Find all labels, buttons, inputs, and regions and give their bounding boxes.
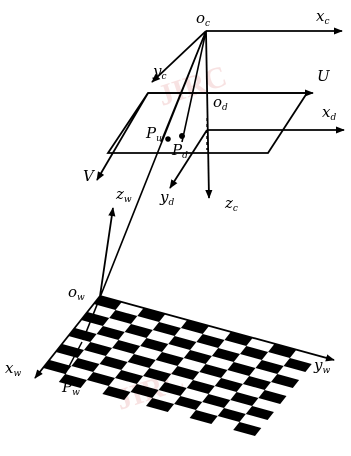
yd-axis (169, 129, 208, 189)
v-axis (96, 92, 149, 181)
checkerboard-square (271, 374, 300, 388)
checkerboard-square (68, 328, 97, 342)
checkerboard-square (102, 386, 131, 400)
checkerboard-square (242, 376, 271, 390)
label-o-d: od (213, 93, 228, 113)
checkerboard-square (180, 320, 209, 334)
checkerboard-square (84, 342, 113, 356)
checkerboard-square (268, 344, 297, 358)
checkerboard-square (112, 340, 141, 354)
checkerboard-square (217, 408, 246, 422)
checkerboard-calibration-board (43, 296, 312, 436)
label-o-w: ow (68, 283, 85, 303)
label-v: V (83, 167, 96, 185)
checkerboard-square (189, 410, 218, 424)
label-y-d: yd (159, 188, 174, 208)
checkerboard-square (96, 326, 125, 340)
checkerboard-square (186, 380, 215, 394)
checkerboard-square (140, 338, 169, 352)
checkerboard-square (124, 324, 153, 338)
checkerboard-square (233, 422, 262, 436)
label-x-w: xw (5, 359, 21, 379)
checkerboard-square (109, 310, 138, 324)
checkerboard-square (168, 336, 197, 350)
label-p-w: Pw (61, 378, 80, 398)
label-u: U (317, 67, 331, 85)
ray-to-world-point (82, 30, 207, 341)
checkerboard-square (86, 372, 115, 386)
yw-axis (99, 295, 335, 362)
checkerboard-square (81, 312, 110, 326)
checkerboard-square (55, 344, 84, 358)
checkerboard-square (155, 352, 184, 366)
checkerboard-square (245, 406, 274, 420)
checkerboard-square (137, 308, 166, 322)
checkerboard-square (258, 390, 287, 404)
checkerboard-square (43, 360, 72, 374)
checkerboard-square (214, 378, 243, 392)
checkerboard-square (58, 374, 87, 388)
ray-to-pd (181, 30, 207, 143)
checkerboard-square (71, 358, 100, 372)
checkerboard-square (196, 334, 225, 348)
pw-pointer (64, 341, 83, 375)
checkerboard-square (93, 296, 122, 310)
label-p-d: Pd (171, 141, 188, 161)
label-y-c: yc (152, 62, 167, 82)
label-y-w: yw (313, 356, 330, 376)
checkerboard-square (158, 382, 187, 396)
checkerboard-square (224, 332, 253, 346)
checkerboard-square (146, 398, 175, 412)
label-x-c: xc (316, 7, 330, 27)
checkerboard-square (130, 384, 159, 398)
yc-axis (151, 30, 207, 83)
checkerboard-square (127, 354, 156, 368)
checkerboard-square (171, 366, 200, 380)
point-pu (165, 136, 171, 142)
checkerboard-square (183, 350, 212, 364)
checkerboard-square (143, 368, 172, 382)
checkerboard-square (199, 364, 228, 378)
checkerboard-square (174, 396, 203, 410)
label-o-c: oc (196, 9, 210, 29)
checkerboard-square (240, 346, 269, 360)
xw-axis (34, 295, 101, 379)
checkerboard-square (230, 392, 259, 406)
checkerboard-square (202, 394, 231, 408)
checkerboard-square (99, 356, 128, 370)
checkerboard-square (211, 348, 240, 362)
checkerboard-square (115, 370, 144, 384)
label-p-u: Pu (145, 124, 162, 144)
label-z-c: zc (224, 194, 238, 214)
checkerboard-square (283, 358, 312, 372)
checkerboard-square (227, 362, 256, 376)
label-z-w: zw (115, 185, 132, 205)
checkerboard-square (255, 360, 284, 374)
zw-axis (99, 207, 116, 297)
checkerboard-square (152, 322, 181, 336)
point-pd (179, 133, 185, 139)
zc-axis (205, 30, 213, 199)
label-x-d: xd (322, 103, 336, 123)
